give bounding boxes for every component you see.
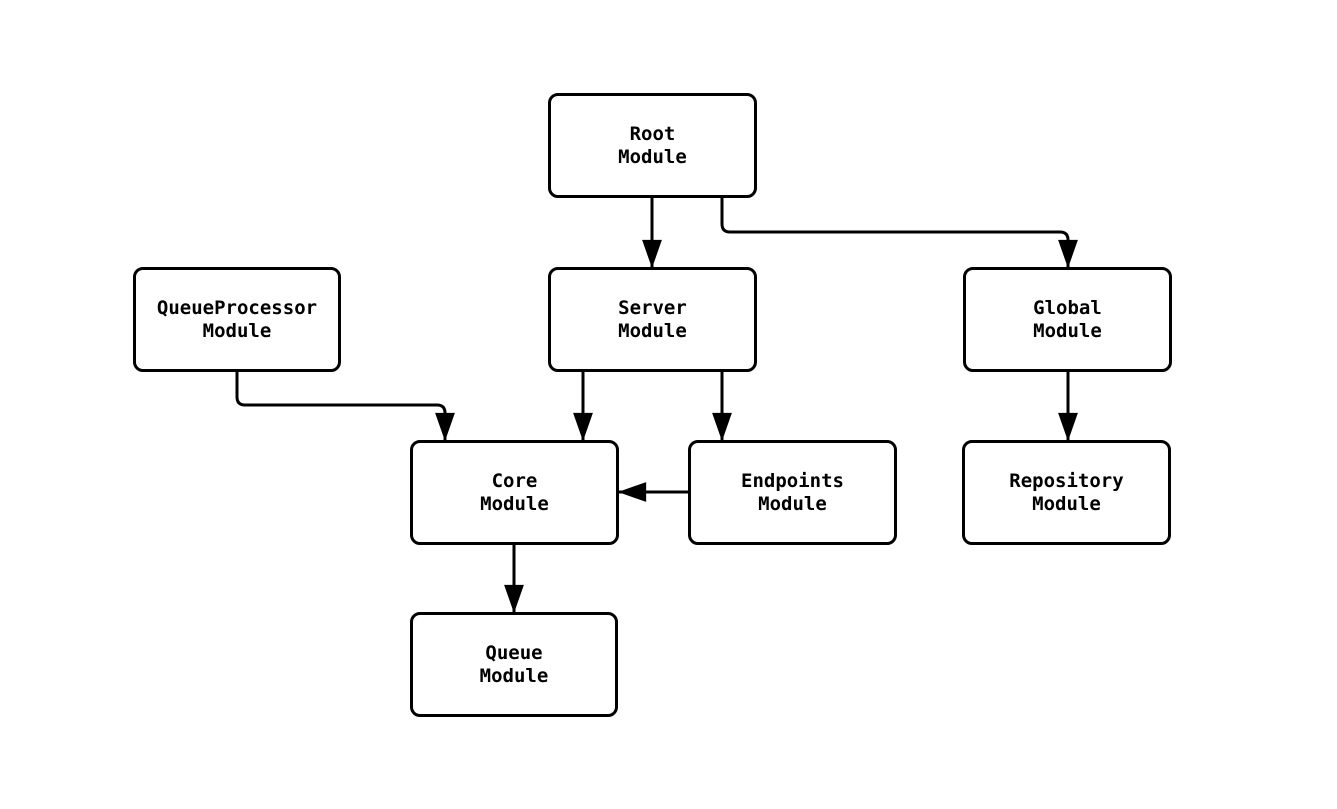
edge-queueprocessor-to-core: [235, 372, 455, 442]
node-root-module: Root Module: [548, 93, 757, 198]
node-label-repository: Repository Module: [1009, 469, 1124, 515]
node-server-module: Server Module: [548, 267, 757, 372]
node-queue-module: Queue Module: [410, 612, 618, 717]
node-global-module: Global Module: [963, 267, 1172, 372]
node-label-endpoints: Endpoints Module: [741, 469, 844, 515]
node-label-server: Server Module: [618, 296, 687, 342]
edge-root-to-global: [720, 198, 1078, 269]
node-label-global: Global Module: [1033, 296, 1102, 342]
node-label-queueprocessor: QueueProcessor Module: [156, 296, 318, 342]
node-label-queue: Queue Module: [479, 641, 549, 687]
node-core-module: Core Module: [410, 440, 619, 545]
node-repository-module: Repository Module: [962, 440, 1171, 545]
node-label-root: Root Module: [618, 122, 687, 168]
node-queueprocessor-module: QueueProcessor Module: [133, 267, 341, 372]
node-endpoints-module: Endpoints Module: [688, 440, 897, 545]
node-label-core: Core Module: [480, 469, 549, 515]
